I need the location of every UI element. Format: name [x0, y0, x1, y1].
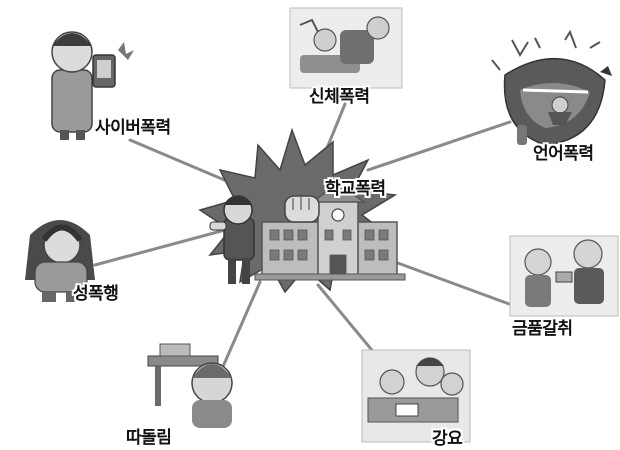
label-physical-violence: 신체폭력 — [309, 87, 370, 107]
label-coercion: 강요 — [432, 429, 463, 449]
connector-sexual — [93, 228, 227, 267]
label-verbal-violence: 언어폭력 — [533, 144, 594, 164]
label-school-violence: 학교폭력 — [325, 179, 386, 199]
label-sexual-assault: 성폭행 — [73, 284, 119, 304]
connector-ostracism — [216, 280, 262, 380]
connector-extortion — [393, 260, 522, 310]
extortion-illustration — [509, 235, 619, 317]
label-ostracism: 따돌림 — [126, 428, 172, 448]
connector-verbal — [366, 120, 512, 172]
coercion-illustration — [361, 349, 471, 443]
school-violence-illustration — [198, 127, 406, 294]
verbal-violence-illustration — [491, 29, 612, 146]
sexual-assault-illustration — [25, 220, 95, 302]
label-extortion: 금품갈취 — [512, 319, 573, 339]
clock-icon — [331, 208, 345, 222]
school-building — [254, 183, 406, 281]
money-icon — [555, 271, 573, 283]
cyber-violence-illustration — [51, 31, 134, 140]
ostracism-illustration — [147, 343, 233, 428]
physical-violence-illustration — [289, 7, 403, 89]
bully-figure — [209, 195, 255, 284]
label-cyber-violence: 사이버폭력 — [95, 118, 171, 138]
fist-icon — [284, 195, 320, 223]
